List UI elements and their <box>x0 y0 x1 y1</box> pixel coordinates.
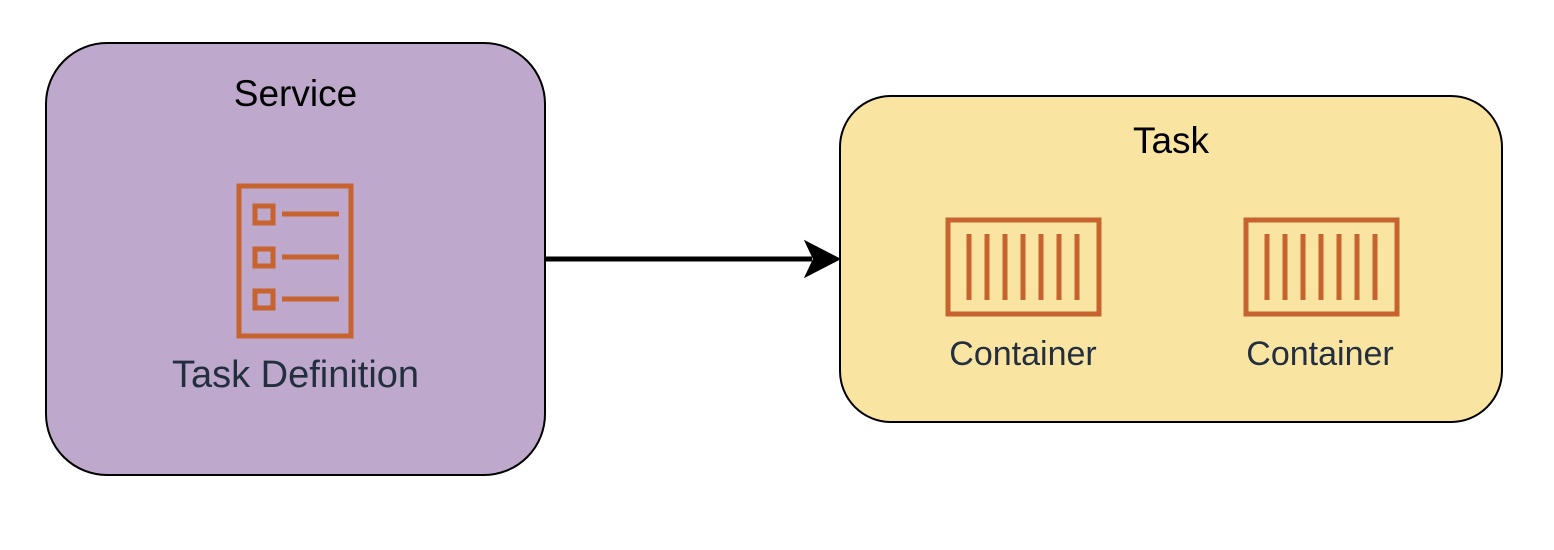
task-title: Task <box>1132 120 1210 161</box>
container-label: Container <box>1246 335 1394 373</box>
service-group[interactable]: Service Task Definition <box>45 42 546 476</box>
container-label: Container <box>949 335 1097 373</box>
task-definition-label: Task Definition <box>171 354 420 396</box>
arrowhead-icon <box>803 239 842 279</box>
container-icon <box>945 217 1102 317</box>
task-definition-icon <box>236 183 354 339</box>
service-title: Service <box>233 73 358 114</box>
container-icon <box>1243 217 1400 317</box>
